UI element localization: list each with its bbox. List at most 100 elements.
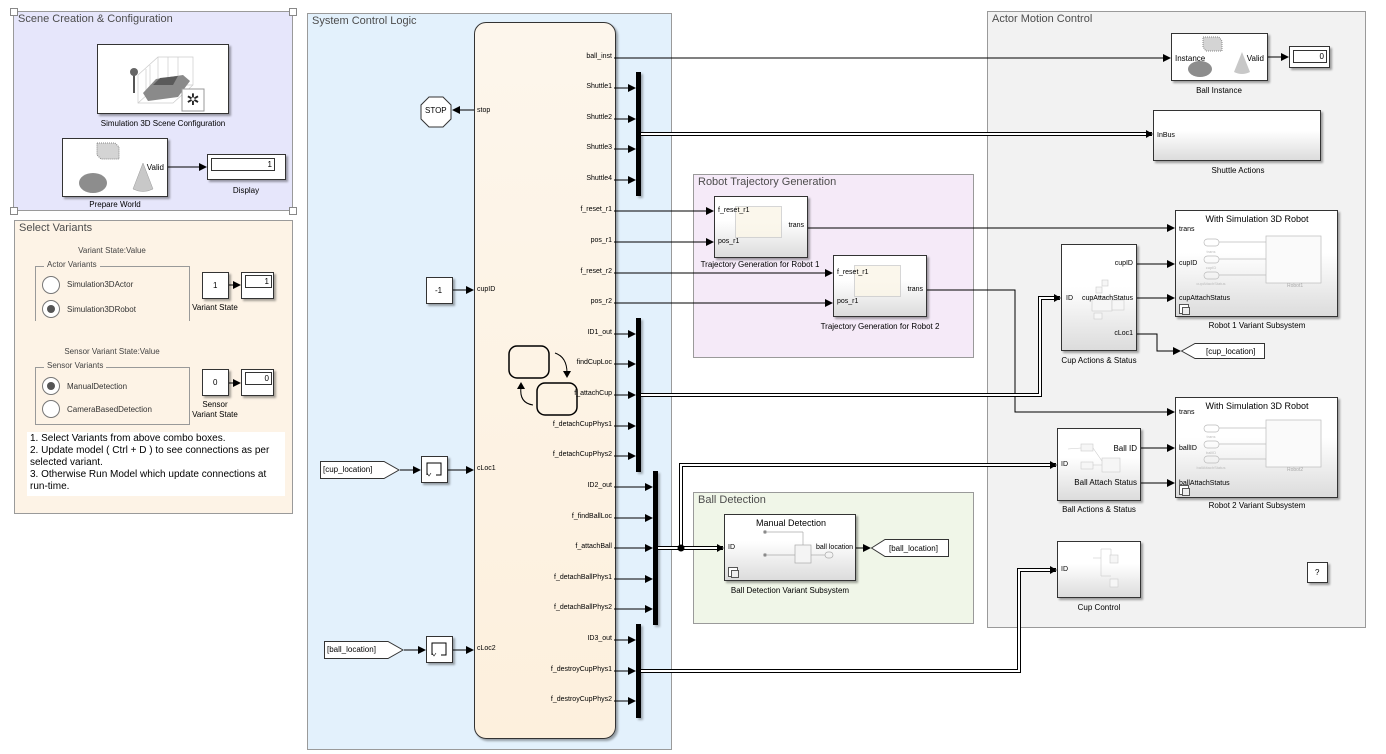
ball-instance-display[interactable]: 0 [1289,46,1330,68]
inner-block-label: Robot1 [1287,283,1304,289]
chart-input-cloc2: cLoc2 [477,645,496,652]
goto-cup-location[interactable] [1181,343,1265,359]
chart-output-f-destroycupphys2: f_destroyCupPhys2 [550,696,612,703]
stop-block[interactable] [420,96,452,128]
port-label: ball location [816,544,853,551]
sensor-variant-heading: Sensor Variant State:Value [64,347,160,356]
shapes-icon [1188,36,1250,77]
stateflow-chart-icon [508,345,578,416]
port-label: ID [728,544,735,551]
subsystem-preview [854,265,901,297]
sensor-state-label: Variant State [192,410,238,419]
cloc1-hold-block[interactable] [421,456,448,483]
port-label: ID [1066,295,1073,302]
radio-label: CameraBasedDetection [67,405,152,414]
prepare-world-block[interactable]: Valid [62,138,168,197]
ball-actions-subsystem[interactable]: ID Ball ID Ball Attach Status [1057,428,1141,501]
variant-icon [1179,485,1190,496]
constant-value: 1 [213,281,218,290]
port-label: trans [788,222,804,229]
chart-output-f-attachcup: f_attachCup [574,390,612,397]
ball-detection-variant-subsystem[interactable]: Manual Detection ID ball location [724,514,856,581]
trajectory-robot1-subsystem[interactable]: f_reset_r1 pos_r1 trans [714,196,808,258]
cloc2-hold-block[interactable] [426,636,453,663]
display-block[interactable]: 1 [207,154,286,180]
actor-variant-constant[interactable]: 1 [202,272,229,299]
chart-output-id2-out: ID2_out [587,482,612,489]
robot2-variant-label: Robot 2 Variant Subsystem [1208,501,1306,510]
radio-simulation3drobot[interactable] [42,300,60,318]
chart-output-id1-out: ID1_out [587,329,612,336]
actor-variant-display[interactable]: 1 [241,272,274,299]
radio-manualdetection[interactable] [42,377,60,395]
bus-creator-ball[interactable] [653,471,658,625]
cupid-constant[interactable]: -1 [426,277,453,304]
port-label: Ball Attach Status [1074,478,1137,487]
port-label: Ball ID [1113,444,1137,453]
help-button[interactable]: ? [1307,562,1328,583]
display-value: 0 [245,372,272,385]
from-cup-location[interactable] [320,461,400,479]
ball-instance-label: Ball Instance [1196,86,1242,95]
resize-handle[interactable] [10,8,18,16]
cup-actions-label: Cup Actions & Status [1061,356,1137,365]
resize-handle[interactable] [289,8,297,16]
bus-creator-shuttle[interactable] [636,72,641,196]
step-icon [431,642,447,657]
radio-label: ManualDetection [67,382,128,391]
from-ball-location[interactable] [324,641,404,659]
display-value: 0 [1293,50,1327,63]
chart-output-ball-inst: ball_inst [586,53,612,60]
port-label: f_reset_r1 [718,207,750,214]
trajectory-robot2-label: Trajectory Generation for Robot 2 [820,322,940,331]
port-label: cLoc1 [1114,330,1133,337]
help-label: ? [1315,568,1320,577]
from-tag-label: [cup_location] [323,465,373,474]
port-label: ID [1061,461,1068,468]
svg-text:cupAttachStatus: cupAttachStatus [1196,281,1225,286]
svg-text:ballAttachStatus: ballAttachStatus [1197,465,1226,470]
simulation-3d-scene-config-block[interactable]: ✲ [97,44,229,114]
sensor-variant-display[interactable]: 0 [241,369,274,396]
area-title: Actor Motion Control [992,13,1093,25]
trajectory-robot2-subsystem[interactable]: f_reset_r1 pos_r1 trans [833,255,927,317]
sensor-variant-constant[interactable]: 0 [202,369,229,396]
subsystem-title: With Simulation 3D Robot [1205,214,1309,224]
ball-instance-block[interactable]: Instance Valid [1171,33,1268,81]
chart-output-shuttle4: Shuttle4 [586,175,612,182]
chart-input-stop: stop [477,107,491,114]
port-label: InBus [1157,132,1175,139]
bus-creator-cup[interactable] [636,318,641,472]
chart-output-f-findballloc: f_findBallLoc [571,513,612,520]
radio-camerabaseddetection[interactable] [42,400,60,418]
bus-creator-destroy[interactable] [636,624,641,718]
variant-state-label: Variant State [192,303,238,312]
cup-control-subsystem[interactable]: ID [1057,541,1141,598]
area-title: System Control Logic [312,15,417,27]
chart-output-f-detachcupphys1: f_detachCupPhys1 [552,421,612,428]
shapes-icon [79,142,154,193]
radio-simulation3dactor[interactable] [42,276,60,294]
shuttle-actions-subsystem[interactable]: InBus [1153,110,1321,161]
subsystem-preview: trans cupID cupAttachStatus [1196,235,1322,286]
port-label: f_reset_r1 [837,269,869,276]
ball-detection-label: Ball Detection Variant Subsystem [730,586,850,595]
chart-output-pos-r2: pos_r2 [590,298,612,305]
resize-handle[interactable] [10,207,18,215]
robot1-variant-subsystem[interactable]: With Simulation 3D Robot trans cupID cup… [1175,210,1338,317]
chart-output-pos-r1: pos_r1 [590,237,612,244]
variant-icon [1179,304,1190,315]
chart-output-f-reset-r1: f_reset_r1 [580,206,612,213]
chart-output-id3-out: ID3_out [587,635,612,642]
actor-variant-heading: Variant State:Value [78,246,146,255]
sensor-state-label: Sensor [202,400,228,409]
resize-handle[interactable] [289,207,297,215]
variant-icon [728,567,739,578]
robot2-variant-subsystem[interactable]: With Simulation 3D Robot trans ballID ba… [1175,397,1338,498]
stateflow-chart-block[interactable] [474,22,616,739]
cup-control-label: Cup Control [1077,603,1121,612]
display-value: 1 [211,158,275,171]
ball-actions-label: Ball Actions & Status [1062,505,1136,514]
scene-car-icon: ✲ [130,56,205,112]
cup-actions-subsystem[interactable]: ID cupID cupAttachStatus cLoc1 [1061,244,1137,351]
